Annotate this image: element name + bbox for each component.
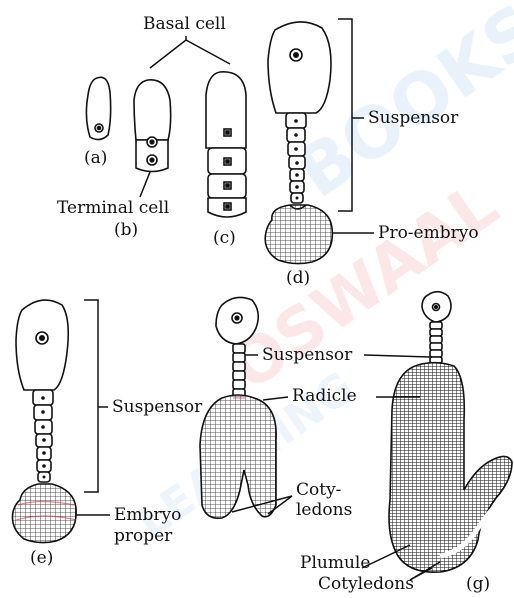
suspensor-g-pointer (364, 355, 430, 357)
label-suspensor-d: Suspensor (368, 108, 458, 128)
suspensor-cells-e (33, 390, 53, 482)
label-d: (d) (286, 268, 310, 288)
suspensor-bracket-e (84, 300, 98, 492)
mature-embryo-g (389, 363, 512, 572)
suspensor-cells-f (233, 344, 245, 398)
label-terminal-cell: Terminal cell (57, 198, 169, 218)
suspensor-cells-g (430, 322, 442, 363)
radicle-pointer (263, 397, 288, 400)
label-basal-cell: Basal cell (143, 14, 226, 34)
suspensor-cells-d (286, 113, 306, 203)
two-celled-b (134, 80, 171, 140)
pro-embryo-d (265, 205, 332, 264)
label-cotyledons-f-1: Coty- (296, 480, 341, 500)
label-embryo-proper-1: Embryo (114, 505, 181, 525)
label-pro-embryo: Pro-embryo (378, 223, 479, 243)
label-cotyledons-g: Cotyledons (318, 574, 414, 594)
label-b: (b) (114, 220, 138, 240)
label-suspensor-f: Suspensor (262, 345, 352, 365)
basal-cell-d (268, 22, 331, 113)
basal-cell-e (16, 300, 68, 390)
label-g: (g) (466, 574, 490, 594)
terminal-cell-pointer (140, 172, 150, 197)
suspensor-bracket-d (338, 19, 352, 211)
label-embryo-proper-2: proper (114, 526, 172, 546)
label-plumule: Plumule (300, 553, 370, 573)
heart-embryo-f (200, 395, 276, 518)
basal-cell-bracket (150, 40, 230, 68)
label-suspensor-e: Suspensor (112, 397, 202, 417)
label-e: (e) (30, 548, 53, 568)
label-cotyledons-f-2: ledons (296, 500, 352, 520)
label-c: (c) (213, 228, 236, 248)
label-a: (a) (84, 148, 107, 168)
label-radicle: Radicle (292, 386, 357, 406)
embryo-proper-e (12, 484, 76, 543)
